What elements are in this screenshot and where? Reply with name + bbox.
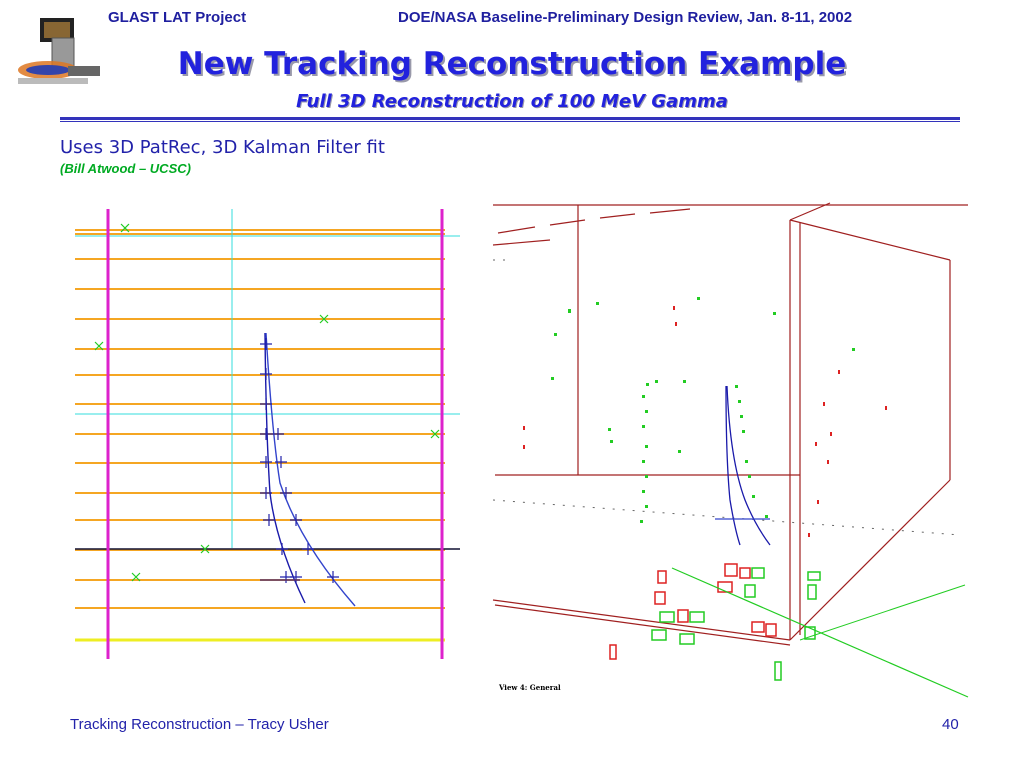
title-rule-thin bbox=[60, 121, 960, 122]
tower-walls bbox=[106, 209, 444, 659]
tracker-2d-view bbox=[75, 209, 460, 659]
slide-subtitle: Full 3D Reconstruction of 100 MeV Gamma bbox=[296, 91, 728, 112]
header-project: GLAST LAT Project bbox=[108, 9, 247, 26]
track-3d bbox=[715, 385, 771, 546]
header-review: DOE/NASA Baseline-Preliminary Design Rev… bbox=[398, 9, 853, 26]
lead-text: Uses 3D PatRec, 3D Kalman Filter fit bbox=[60, 137, 385, 158]
tracker-trays bbox=[75, 229, 445, 609]
credit-text: (Bill Atwood – UCSC) bbox=[60, 161, 191, 176]
tower-box bbox=[492, 202, 968, 646]
noise-hits bbox=[94, 223, 440, 582]
red-hits bbox=[523, 306, 887, 537]
track-hits bbox=[260, 338, 339, 583]
photon-direction bbox=[671, 567, 969, 698]
title-rule bbox=[60, 117, 960, 120]
footer-text: Tracking Reconstruction – Tracy Usher bbox=[70, 716, 329, 733]
view-caption: View 4: General bbox=[499, 683, 561, 692]
grey-dotted-lines bbox=[492, 259, 961, 536]
calorimeter-crystals bbox=[609, 563, 821, 681]
tracker-3d-view bbox=[492, 202, 969, 698]
glast-logo bbox=[18, 18, 100, 84]
page-number: 40 bbox=[942, 716, 959, 733]
slide-title: New Tracking Reconstruction Example bbox=[177, 46, 847, 82]
green-hits bbox=[551, 297, 855, 523]
track-fits bbox=[264, 332, 356, 607]
cyan-guides bbox=[75, 209, 460, 548]
